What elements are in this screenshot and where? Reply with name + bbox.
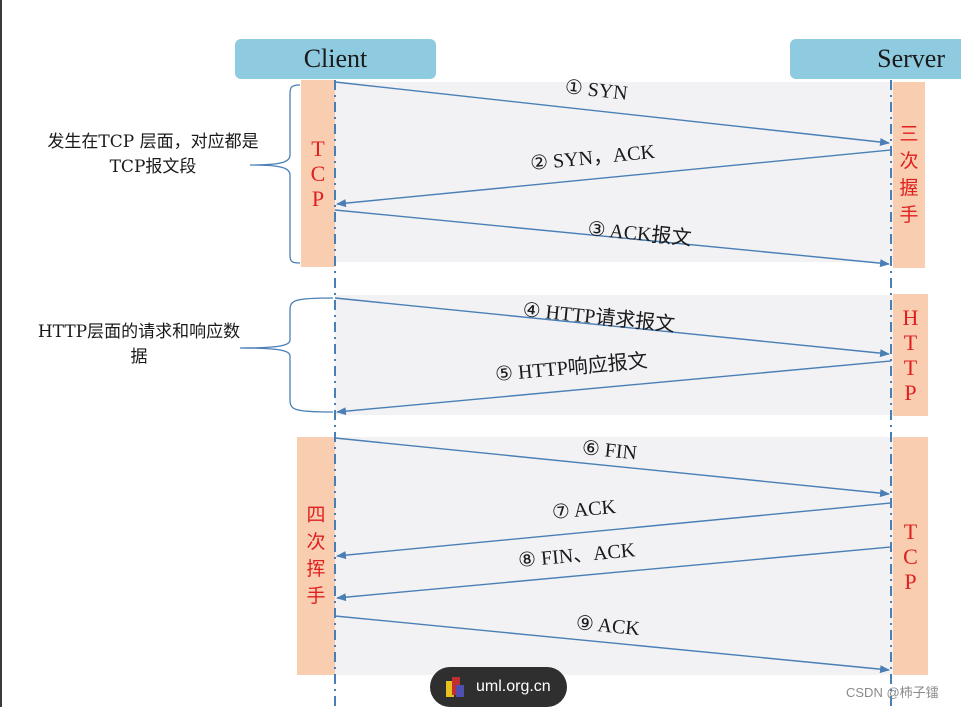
http-brace [239,297,334,413]
tcp-brace [249,84,301,264]
tag-char: 握 [899,177,919,199]
window-left-border [0,0,2,707]
tag-char: 四 [306,504,326,526]
server-three-way-tag: 三 次 握 手 [893,82,925,268]
http-note: HTTP层面的请求和响应数 据 [14,320,264,370]
server-actor: Server [790,39,961,79]
message-arrow-7 [336,502,892,560]
server-tcp-tag: T C P [893,437,928,675]
tag-letter: T [903,355,918,380]
client-tcp-tag: T C P [301,80,335,267]
tcp-teardown-band [335,437,895,675]
tag-char: 手 [306,585,326,607]
note-line: 发生在TCP 层面，对应都是 [47,132,259,152]
note-line: HTTP层面的请求和响应数 [37,322,241,342]
tag-char: 次 [899,150,919,172]
tag-letter: P [904,568,917,594]
message-arrow-4 [334,297,890,358]
tag-letter: P [311,186,325,211]
tcp-handshake-band [335,82,895,262]
tag-char: 手 [899,204,919,226]
badge-text: uml.org.cn [476,678,551,695]
tag-letter: P [904,380,917,405]
message-arrow-9 [334,615,890,674]
message-arrow-3 [334,209,890,268]
tag-letter: C [310,161,326,186]
uml-site-badge[interactable]: uml.org.cn [430,667,567,707]
message-arrow-1 [334,81,890,146]
message-arrow-2 [336,149,892,208]
note-line: 据 [130,347,148,367]
csdn-watermark: CSDN @柿子镭 [846,685,939,700]
uml-logo-icon [446,677,464,697]
client-actor: Client [235,39,436,79]
server-http-tag: H T T P [893,294,928,416]
tag-letter: T [903,330,918,355]
tag-char: 次 [306,531,326,553]
note-line: TCP报文段 [109,157,197,177]
tag-letter: T [311,136,325,161]
tag-char: 挥 [306,558,326,580]
message-arrow-6 [334,437,890,498]
client-four-way-tag: 四 次 挥 手 [297,437,335,675]
tag-letter: T [903,518,918,544]
tag-letter: H [902,305,919,330]
http-band [335,295,895,415]
message-label-6: ⑥ FIN [580,437,638,465]
tag-char: 三 [899,123,919,145]
tag-letter: C [903,543,918,569]
message-arrow-5 [336,360,892,416]
tcp-note: 发生在TCP 层面，对应都是 TCP报文段 [22,130,284,180]
message-arrow-8 [336,546,892,602]
